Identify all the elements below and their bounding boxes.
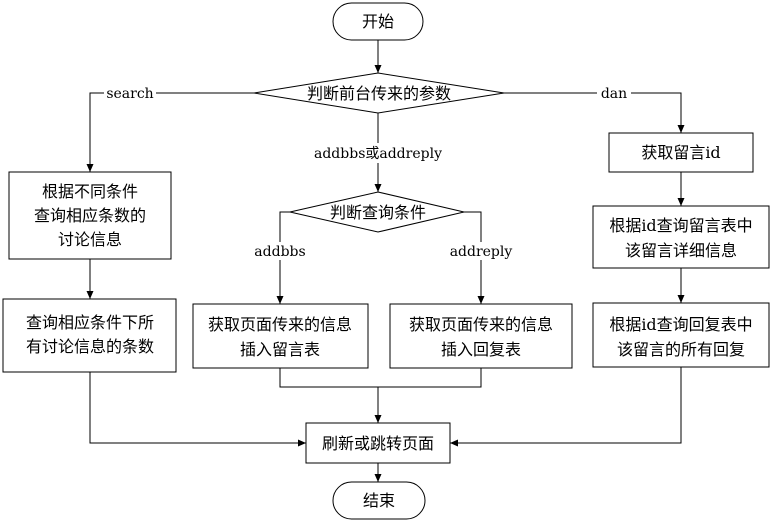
start-label: 开始 [362, 12, 394, 31]
edge-judge-to-get-id [504, 92, 685, 133]
get-id-label: 获取留言id [641, 143, 720, 162]
get-id-process: 获取留言id [608, 132, 754, 173]
end-label: 结束 [363, 491, 395, 510]
search-label-line1: 根据不同条件 [42, 182, 138, 201]
edge-query-to-addbbs [276, 211, 290, 304]
addbbs-label-line2: 插入留言表 [240, 340, 320, 359]
edge-label-search: search [106, 86, 153, 102]
edge-reply-to-refresh [450, 367, 682, 447]
edge-labels: search dan addbbs或addreply addbbs addrep… [104, 84, 631, 260]
reply-label-line2: 该留言的所有回复 [617, 340, 745, 359]
detail-label-line1: 根据id查询留言表中 [609, 216, 752, 235]
search-process: 根据不同条件 查询相应条数的 讨论信息 [8, 171, 172, 260]
edge-label-dan: dan [601, 86, 627, 102]
search-label-line3: 讨论信息 [58, 230, 122, 249]
edge-label-addbbs-or-addreply: addbbs或addreply [314, 146, 442, 162]
addreply-label-line1: 获取页面传来的信息 [409, 315, 553, 334]
addbbs-process: 获取页面传来的信息 插入留言表 [192, 303, 369, 369]
start-node: 开始 [332, 2, 424, 41]
reply-process: 根据id查询回复表中 该留言的所有回复 [592, 302, 770, 368]
addreply-process: 获取页面传来的信息 插入回复表 [389, 303, 573, 369]
edge-addbbs-to-merge [279, 368, 378, 388]
refresh-process: 刷新或跳转页面 [305, 422, 451, 464]
count-process: 查询相应条件下所 有讨论信息的条数 [2, 298, 177, 373]
detail-process: 根据id查询留言表中 该留言详细信息 [592, 205, 770, 269]
judge-query-decision: 判断查询条件 [289, 191, 465, 233]
judge-params-label: 判断前台传来的参数 [307, 84, 451, 103]
count-label-line2: 有讨论信息的条数 [26, 337, 154, 356]
edge-label-addbbs: addbbs [254, 244, 305, 260]
count-label-line1: 查询相应条件下所 [26, 313, 154, 332]
detail-label-line2: 该留言详细信息 [625, 241, 737, 260]
edge-label-addreply: addreply [450, 244, 513, 260]
refresh-label: 刷新或跳转页面 [322, 434, 434, 453]
edge-query-to-addreply [464, 211, 485, 304]
judge-query-label: 判断查询条件 [330, 203, 426, 222]
addreply-label-line2: 插入回复表 [441, 340, 521, 359]
edge-addreply-to-merge [378, 368, 482, 388]
judge-params-decision: 判断前台传来的参数 [253, 72, 505, 114]
end-node: 结束 [332, 481, 426, 520]
search-label-line2: 查询相应条数的 [34, 206, 146, 225]
edge-count-to-refresh [89, 372, 306, 447]
reply-label-line1: 根据id查询回复表中 [609, 315, 752, 334]
addbbs-label-line1: 获取页面传来的信息 [208, 315, 352, 334]
edges [86, 40, 685, 482]
edge-judge-to-search [86, 92, 254, 172]
